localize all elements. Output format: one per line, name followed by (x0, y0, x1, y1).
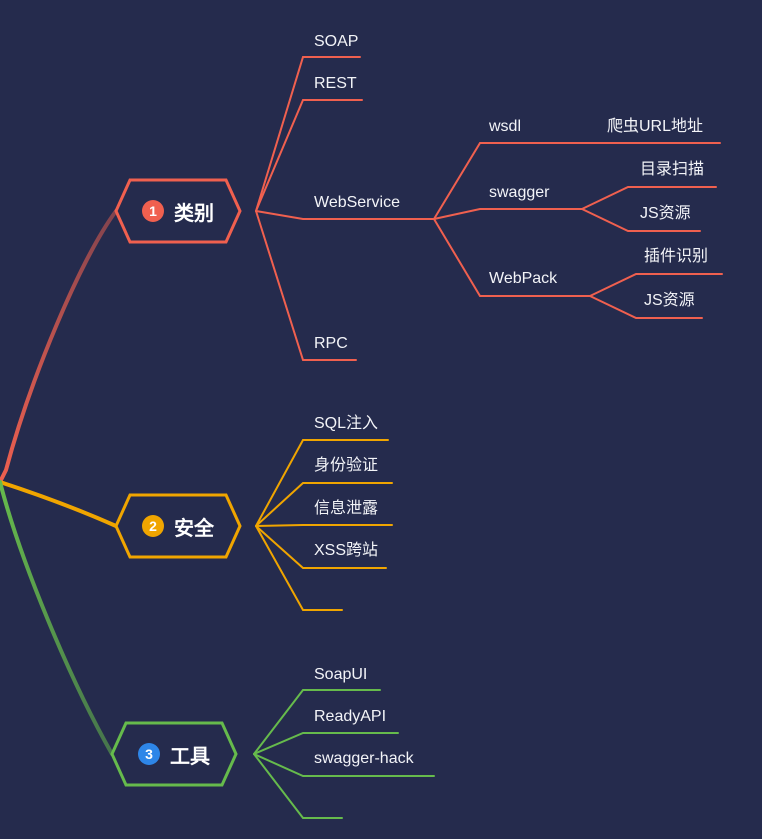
trunk-tools (0, 480, 114, 756)
node-dir-scan[interactable]: 目录扫描 (640, 161, 705, 178)
edge-security-2 (255, 524, 393, 527)
edge-swagger-js (581, 208, 701, 232)
node-swagger-hack[interactable]: swagger-hack (314, 750, 414, 767)
hub-tools-hexagon (110, 721, 238, 787)
node-swagger-js[interactable]: JS资源 (640, 205, 691, 222)
hub-category-hexagon (114, 178, 242, 244)
trunk-security (0, 480, 118, 528)
edge-tools-3 (253, 753, 343, 819)
edge-plugin-detect (589, 273, 723, 297)
edge-category-3 (255, 210, 357, 361)
hub-tools-title: 工具 (170, 745, 210, 768)
edge-webpack-js (589, 295, 703, 319)
node-plugin-detect[interactable]: 插件识别 (644, 248, 709, 265)
hub-security-badge: 2 (142, 515, 164, 537)
edge-wsdl (433, 142, 721, 220)
edge-tools-2 (253, 753, 435, 777)
node-webpack-js[interactable]: JS资源 (644, 292, 695, 309)
node-wsdl[interactable]: wsdl (489, 118, 522, 135)
edge-category-2 (255, 210, 435, 220)
node-readyapi[interactable]: ReadyAPI (314, 708, 387, 725)
edge-security-4 (255, 525, 343, 611)
edge-swagger (433, 208, 583, 220)
hub-category[interactable]: 1 类别 (114, 178, 242, 244)
hub-category-title: 类别 (174, 202, 214, 225)
hub-tools-frame (110, 721, 238, 787)
edge-webpack (433, 218, 591, 297)
hub-security[interactable]: 2 安全 (114, 493, 242, 559)
edge-security-1 (255, 482, 393, 527)
edge-category-0 (255, 56, 361, 212)
hub-security-frame (114, 493, 242, 559)
hub-category-badge: 1 (142, 200, 164, 222)
hub-category-frame (114, 178, 242, 244)
node-webservice[interactable]: WebService (314, 194, 400, 211)
edge-tools-1 (253, 732, 399, 755)
hub-tools[interactable]: 3 工具 (110, 721, 238, 787)
node-xss[interactable]: XSS跨站 (314, 542, 379, 559)
node-auth[interactable]: 身份验证 (314, 457, 379, 474)
node-rpc[interactable]: RPC (314, 335, 348, 352)
node-soapui[interactable]: SoapUI (314, 666, 368, 683)
edge-security-0 (255, 439, 389, 527)
hub-tools-badge: 3 (138, 743, 160, 765)
edge-tools-0 (253, 689, 381, 755)
edge-dir-scan (581, 186, 717, 210)
node-swagger[interactable]: swagger (489, 184, 550, 201)
node-rest[interactable]: REST (314, 75, 357, 92)
edge-security-3 (255, 525, 387, 569)
hub-security-title: 安全 (174, 517, 214, 540)
node-crawler-url[interactable]: 爬虫URL地址 (607, 118, 704, 135)
edge-category-1 (255, 99, 363, 212)
node-soap[interactable]: SOAP (314, 33, 359, 50)
node-info-leak[interactable]: 信息泄露 (314, 500, 379, 517)
trunk-category (0, 209, 118, 484)
hub-security-hexagon (114, 493, 242, 559)
node-webpack[interactable]: WebPack (489, 270, 558, 287)
node-sql-injection[interactable]: SQL注入 (314, 415, 379, 432)
